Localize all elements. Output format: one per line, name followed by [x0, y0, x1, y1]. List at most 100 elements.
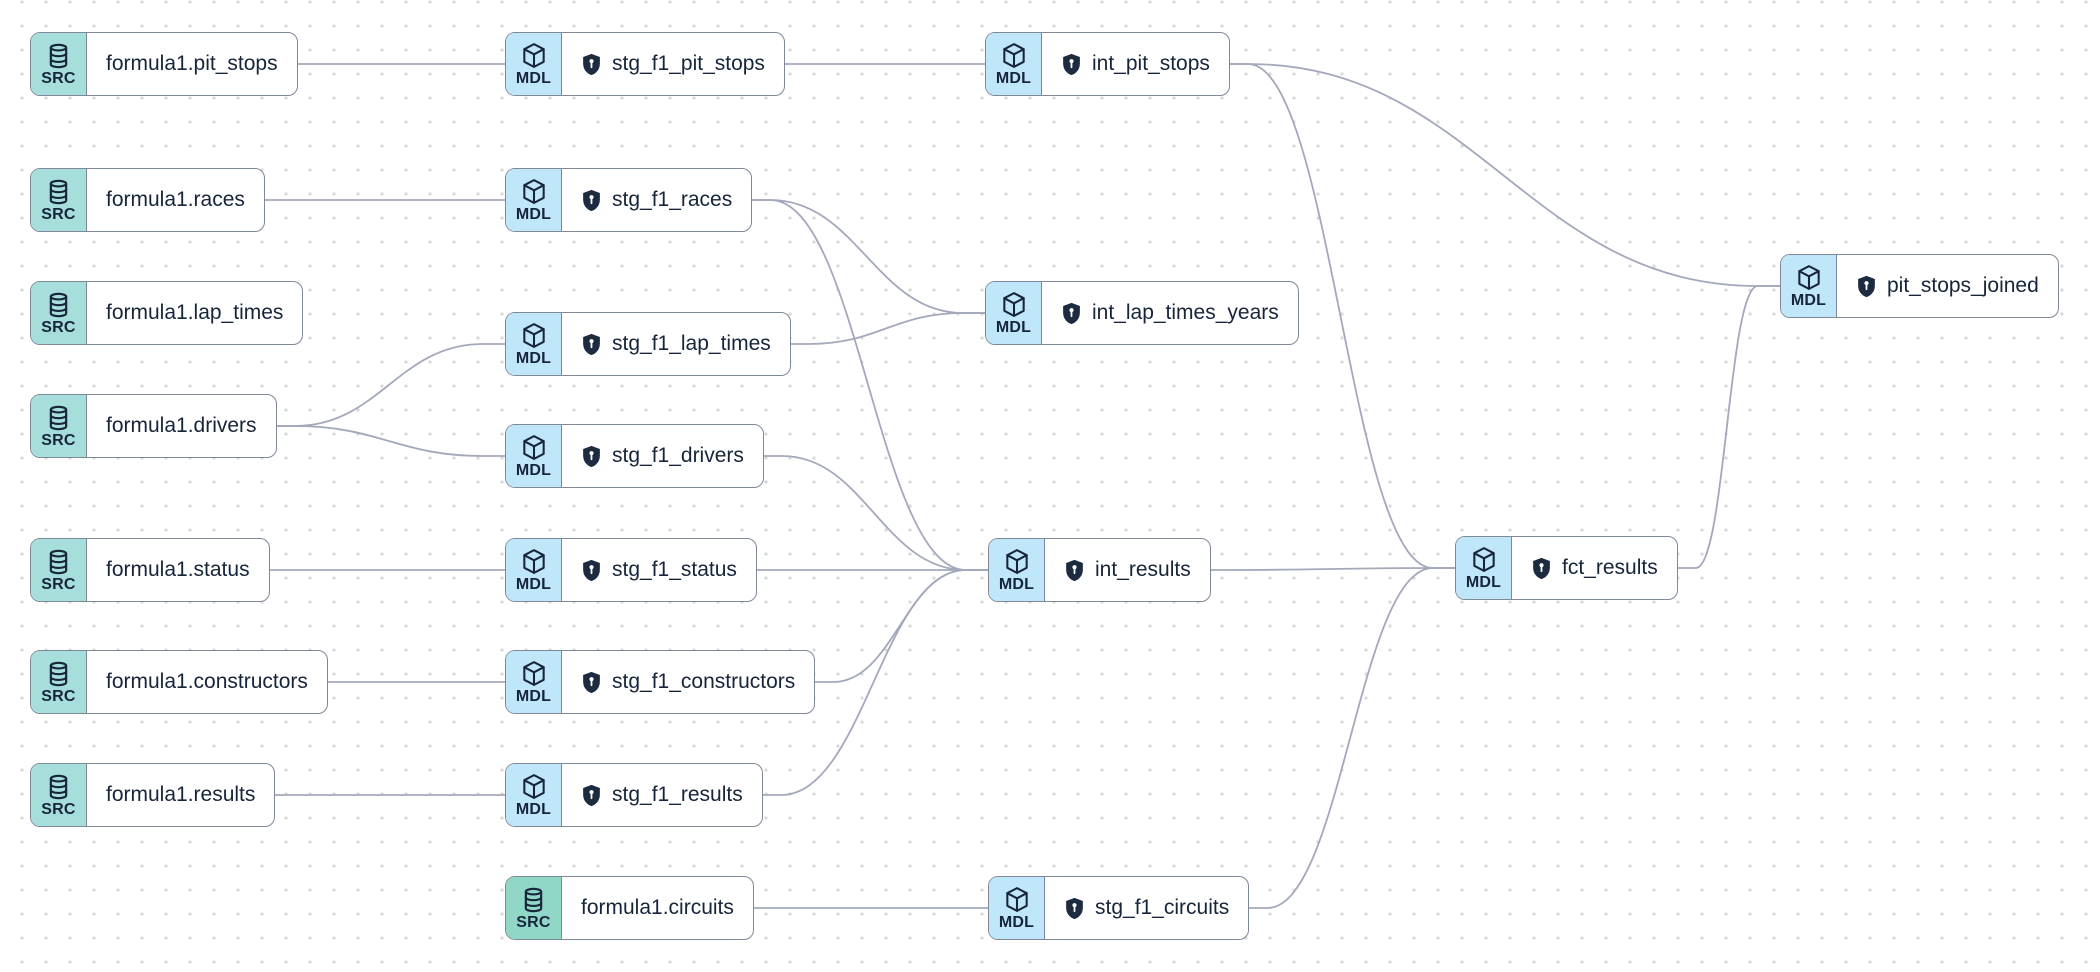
edge-stg-circuits-to-fct-results [1248, 567, 1456, 909]
cube-icon [519, 321, 549, 350]
node-body: int_pit_stops [1042, 33, 1229, 95]
node-kind-iconbox: SRC [31, 33, 87, 95]
node-kind-badge: MDL [515, 576, 552, 593]
node-kind-iconbox: SRC [31, 764, 87, 826]
node-src-status[interactable]: SRC formula1.status [30, 538, 270, 602]
node-src-circuits[interactable]: SRC formula1.circuits [505, 876, 754, 940]
node-body: fct_results [1512, 537, 1677, 599]
node-int-lap-times-years[interactable]: MDL int_lap_times_years [985, 281, 1299, 345]
node-body: int_results [1045, 539, 1210, 601]
node-src-results[interactable]: SRC formula1.results [30, 763, 276, 827]
node-kind-iconbox: MDL [986, 282, 1042, 344]
edge-stg-races-to-int-results [751, 199, 989, 571]
node-body: stg_f1_status [562, 539, 756, 601]
node-label: stg_f1_status [612, 558, 737, 581]
cube-icon [1002, 547, 1032, 576]
node-fct-results[interactable]: MDL fct_results [1455, 536, 1678, 600]
node-body: pit_stops_joined [1837, 255, 2058, 317]
node-kind-iconbox: MDL [506, 169, 562, 231]
node-label: int_lap_times_years [1092, 301, 1279, 324]
node-kind-iconbox: MDL [1781, 255, 1837, 317]
node-stg-pit-stops[interactable]: MDL stg_f1_pit_stops [505, 32, 785, 96]
node-kind-badge: SRC [516, 913, 551, 931]
node-kind-badge: SRC [41, 69, 76, 87]
shield-icon [581, 333, 602, 356]
node-label: fct_results [1562, 556, 1658, 579]
node-label: stg_f1_circuits [1095, 896, 1230, 919]
node-kind-badge: SRC [41, 800, 76, 818]
node-kind-iconbox: SRC [31, 395, 87, 457]
node-src-pit-stops[interactable]: SRC formula1.pit_stops [30, 32, 298, 96]
node-kind-iconbox: SRC [31, 539, 87, 601]
shield-icon [1856, 275, 1877, 298]
edge-src-drivers-to-stg-lap-times [275, 343, 506, 427]
cube-icon [519, 772, 549, 801]
node-stg-status[interactable]: MDL stg_f1_status [505, 538, 757, 602]
node-kind-badge: MDL [515, 462, 552, 479]
node-label: stg_f1_races [612, 188, 733, 211]
node-kind-badge: MDL [515, 350, 552, 367]
node-kind-badge: SRC [41, 575, 76, 593]
node-kind-iconbox: SRC [506, 877, 562, 939]
node-kind-badge: SRC [41, 318, 76, 336]
node-src-lap-times[interactable]: SRC formula1.lap_times [30, 281, 304, 345]
node-body: formula1.pit_stops [87, 33, 297, 95]
node-label: formula1.circuits [581, 896, 734, 919]
cube-icon [519, 177, 549, 206]
node-kind-badge: MDL [1790, 292, 1827, 309]
node-kind-iconbox: SRC [31, 282, 87, 344]
edge-stg-races-to-int-lap-times-years [751, 199, 986, 314]
node-kind-iconbox: MDL [989, 877, 1045, 939]
database-icon [45, 548, 72, 576]
node-body: formula1.lap_times [87, 282, 302, 344]
node-kind-badge: MDL [998, 576, 1035, 593]
node-kind-iconbox: SRC [31, 169, 87, 231]
node-pit-stops-joined[interactable]: MDL pit_stops_joined [1780, 254, 2059, 318]
node-stg-circuits[interactable]: MDL stg_f1_circuits [988, 876, 1250, 940]
node-label: stg_f1_lap_times [612, 332, 771, 355]
node-body: formula1.status [87, 539, 269, 601]
node-label: formula1.constructors [106, 670, 308, 693]
node-body: stg_f1_circuits [1045, 877, 1248, 939]
node-body: int_lap_times_years [1042, 282, 1298, 344]
edge-src-drivers-to-stg-drivers [275, 425, 506, 457]
node-kind-iconbox: MDL [986, 33, 1042, 95]
node-stg-lap-times[interactable]: MDL stg_f1_lap_times [505, 312, 791, 376]
edge-stg-constructors-to-int-results [814, 569, 989, 683]
cube-icon [999, 290, 1029, 319]
node-kind-badge: MDL [515, 70, 552, 87]
node-kind-badge: MDL [515, 688, 552, 705]
node-body: stg_f1_lap_times [562, 313, 790, 375]
cube-icon [1002, 885, 1032, 914]
node-label: formula1.pit_stops [106, 52, 278, 75]
node-stg-drivers[interactable]: MDL stg_f1_drivers [505, 424, 764, 488]
database-icon [520, 886, 547, 914]
cube-icon [519, 547, 549, 576]
node-body: formula1.results [87, 764, 274, 826]
cube-icon [519, 659, 549, 688]
node-kind-iconbox: MDL [506, 425, 562, 487]
node-kind-iconbox: MDL [506, 651, 562, 713]
node-kind-iconbox: MDL [1456, 537, 1512, 599]
node-label: stg_f1_drivers [612, 444, 744, 467]
node-label: pit_stops_joined [1887, 274, 2039, 297]
node-label: stg_f1_pit_stops [612, 52, 765, 75]
node-label: int_results [1095, 558, 1191, 581]
cube-icon [519, 41, 549, 70]
shield-icon [1061, 302, 1082, 325]
shield-icon [581, 671, 602, 694]
shield-icon [1064, 897, 1085, 920]
node-body: formula1.circuits [562, 877, 753, 939]
node-body: stg_f1_results [562, 764, 762, 826]
node-body: formula1.drivers [87, 395, 276, 457]
node-int-results[interactable]: MDL int_results [988, 538, 1211, 602]
node-stg-races[interactable]: MDL stg_f1_races [505, 168, 753, 232]
